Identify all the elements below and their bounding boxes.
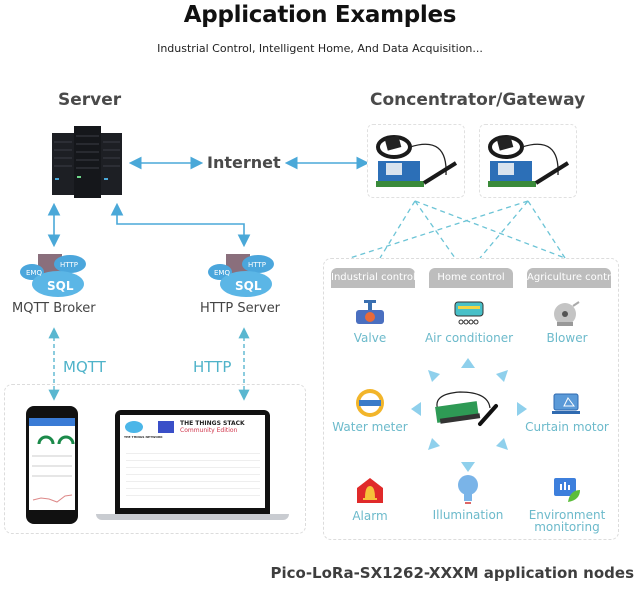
cloud-tag-http: HTTP [60,261,78,269]
gateway-device-2 [479,124,577,198]
valve-label: Valve [353,331,387,345]
http-server-cloud-icon: EMQ HTTP SQL [206,252,278,298]
page-subtitle: Industrial Control, Intelligent Home, An… [157,42,483,55]
gateway-heading: Concentrator/Gateway [370,90,586,110]
http-server-label: HTTP Server [200,301,281,316]
server-heading: Server [58,90,122,110]
air-conditioner-label: Air conditioner [424,331,514,345]
curtain-motor-icon [552,390,582,416]
blower-label: Blower [546,331,588,345]
water-meter-icon [355,388,385,418]
stack-title: THE THINGS STACK [180,420,245,427]
environment-label-line2: monitoring [534,520,600,534]
valve-icon [354,300,386,328]
stack-event-table [126,447,260,497]
lora-gateway-hat-icon [376,135,458,187]
node-area-box [323,258,619,540]
blower-icon [551,300,583,328]
light-bulb-icon [456,474,480,506]
cloud-tag-sql: SQL [47,279,74,293]
alarm-label: Alarm [352,509,388,523]
illumination-label: Illumination [432,508,504,522]
pico-lora-module-icon [430,390,502,428]
http-protocol-label: HTTP [193,358,232,376]
tab-home-control[interactable]: Home control [429,268,513,288]
alarm-icon [355,476,385,504]
curtain-motor-label: Curtain motor [525,420,609,434]
gateway-fan-links [349,200,566,259]
footer-caption: Pico-LoRa-SX1262-XXXM application nodes [270,564,634,582]
cloud-tag-http: HTTP [248,261,266,269]
tab-agriculture-control[interactable]: Agriculture control [527,268,611,288]
page-title: Application Examples [183,2,457,28]
water-meter-label: Water meter [332,420,408,434]
server-http-link [110,202,251,248]
environment-monitoring-label: Environment monitoring [522,509,612,533]
cloud-tag-emq: EMQ [214,269,230,277]
smartphone-app-icon [26,406,78,524]
cloud-tag-sql: SQL [235,279,262,293]
air-conditioner-icon [453,300,485,328]
cloud-tag-emq: EMQ [26,269,42,277]
radial-arrows [411,358,527,472]
laptop-base [96,514,289,520]
server-rack-icon [50,124,124,198]
mqtt-broker-cloud-icon: EMQ HTTP SQL [18,252,90,298]
laptop-icon: THE THINGS NETWORK THE THINGS STACK Comm… [115,410,270,514]
mqtt-broker-label: MQTT Broker [12,301,96,316]
environment-label-line1: Environment [528,508,606,522]
ttn-logo-text: THE THINGS NETWORK [124,435,163,439]
environment-monitor-icon [552,476,582,504]
stack-subtitle: Community Edition [180,427,238,434]
mqtt-protocol-label: MQTT [63,358,106,376]
lora-gateway-hat-icon [488,135,570,187]
tab-industrial-control[interactable]: Industrial control [331,268,415,288]
client-devices-box [4,384,306,534]
gateway-device-1 [367,124,465,198]
internet-label: Internet [207,153,281,172]
